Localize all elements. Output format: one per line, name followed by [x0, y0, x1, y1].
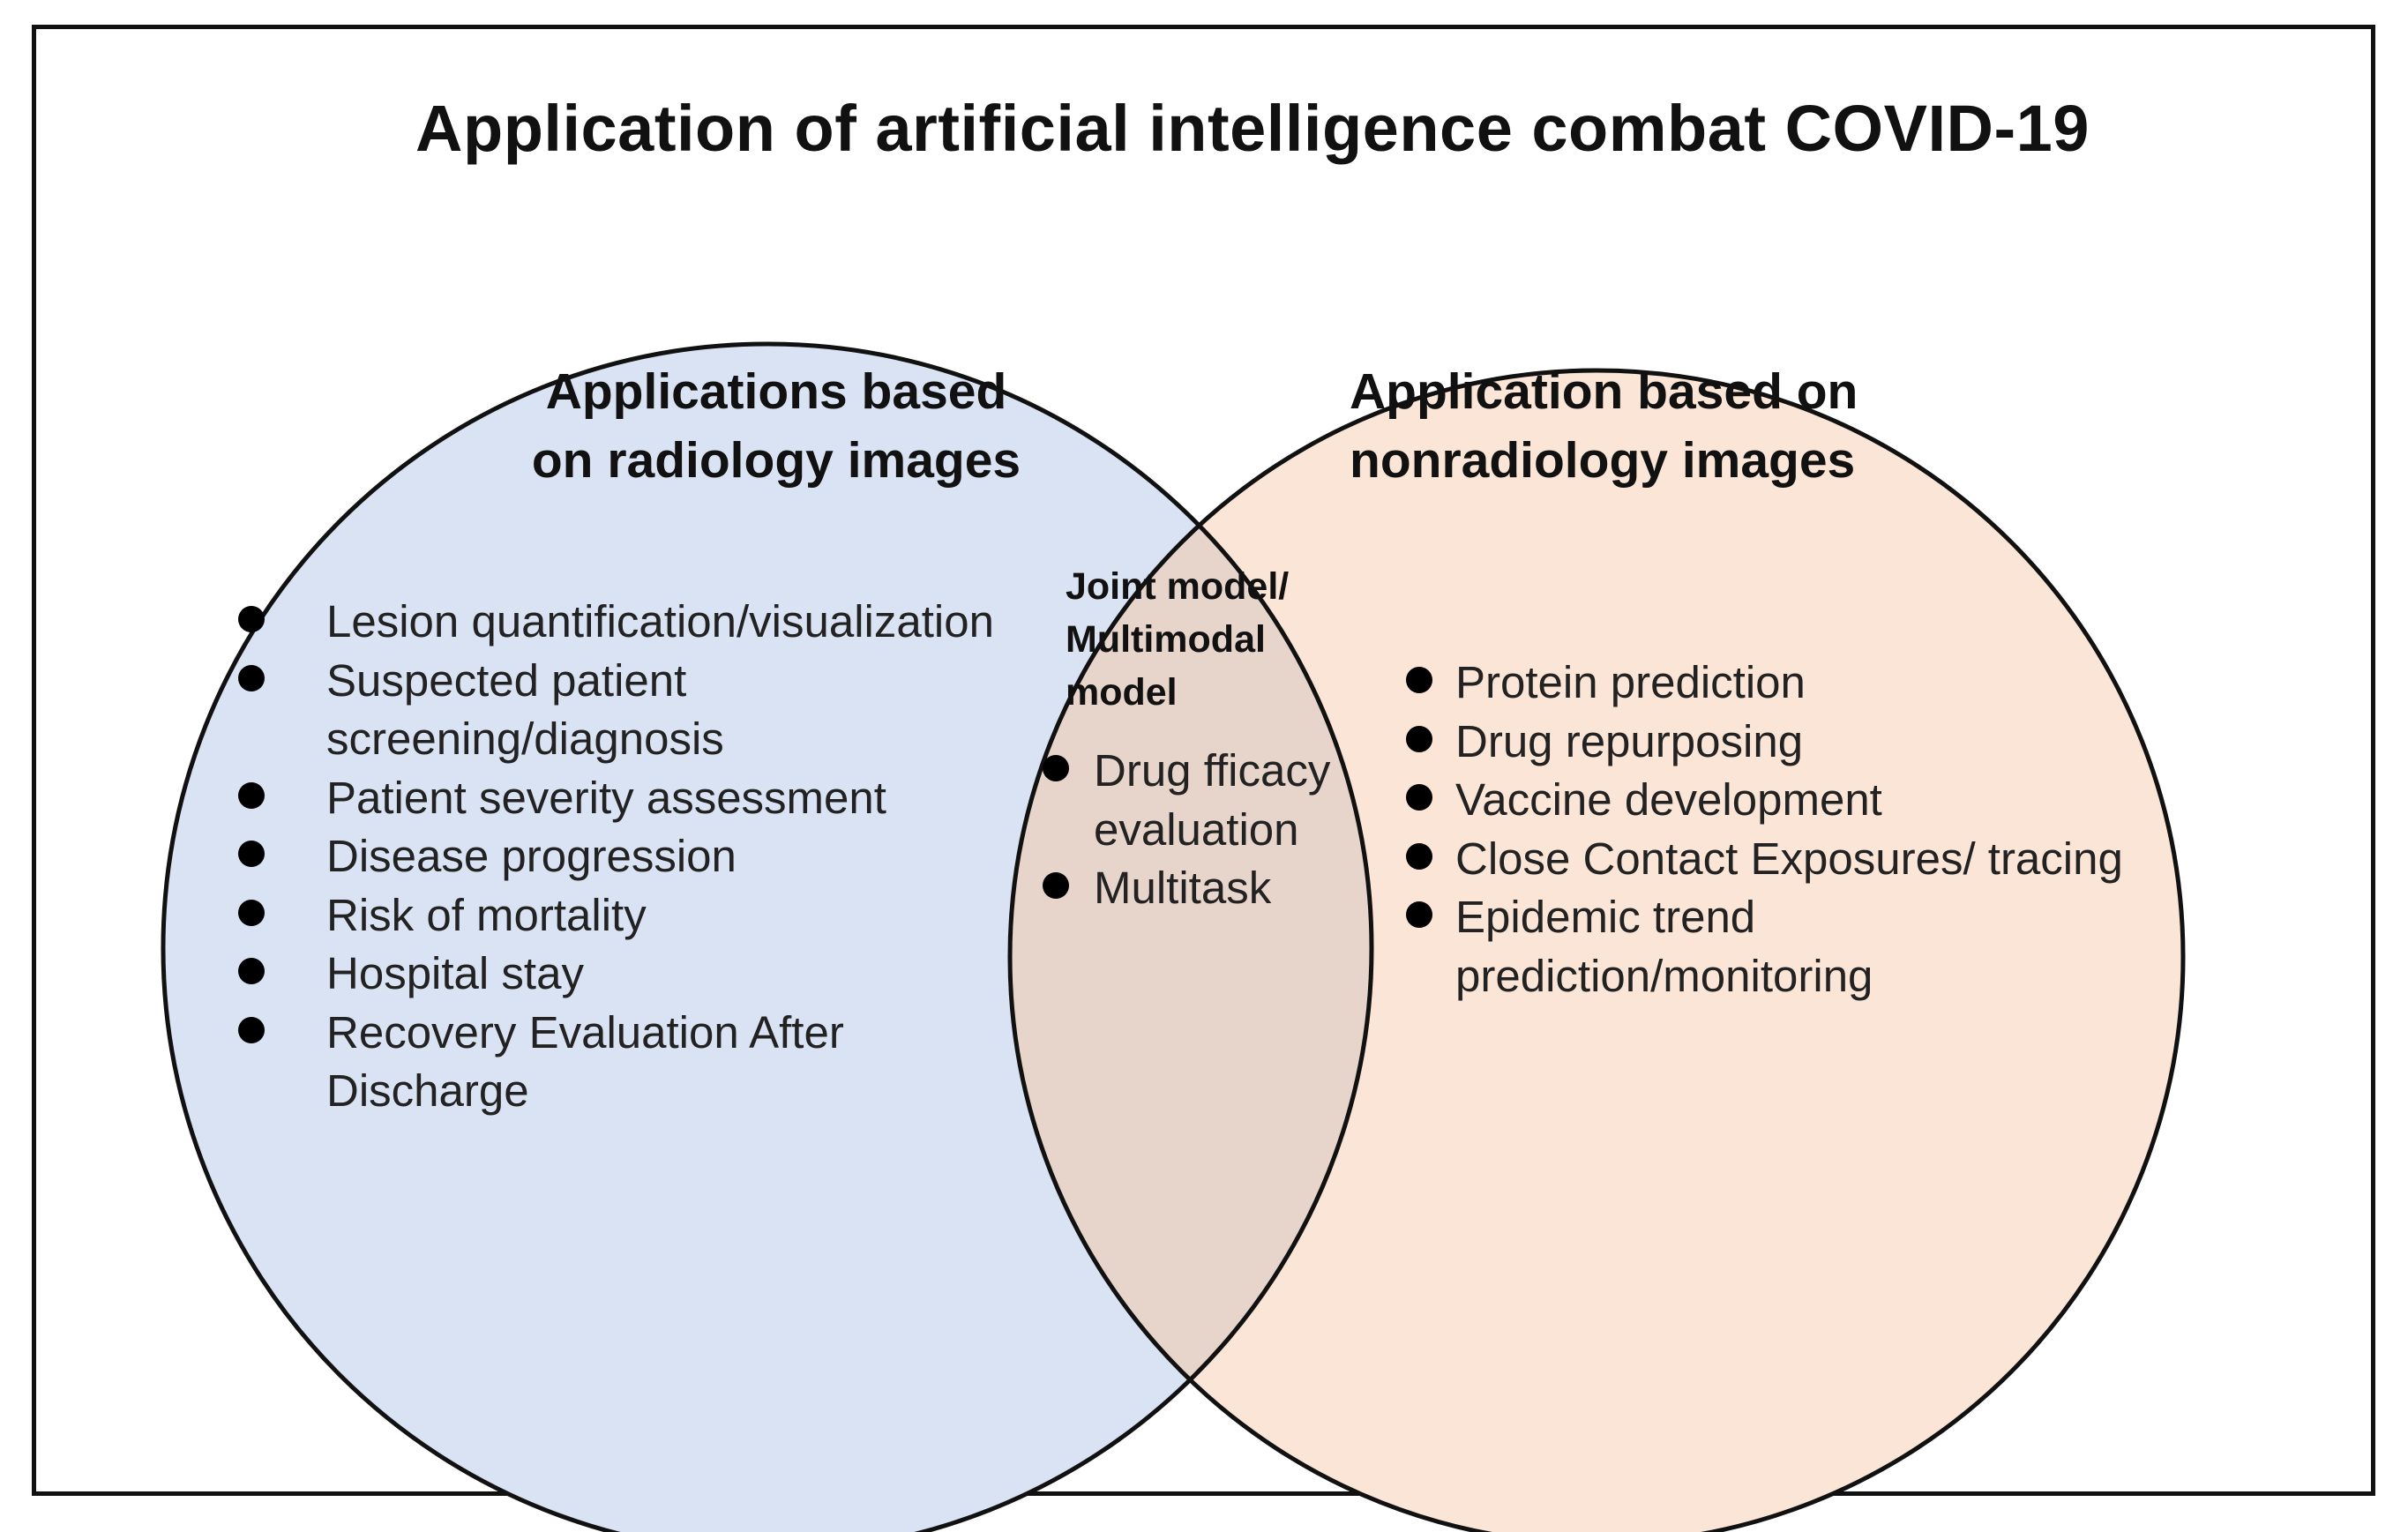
- right-set-title: Application based on nonradiology images: [1350, 357, 1985, 495]
- right-set-list: Protein prediction Drug repurposing Vacc…: [1406, 654, 2123, 1005]
- overlap-title-line: Multimodal: [1066, 618, 1266, 661]
- list-item-text: Epidemic trend: [1455, 892, 1756, 942]
- list-item: Hospital stay: [238, 945, 994, 1004]
- figure-frame: [32, 25, 2375, 1496]
- list-item-text: Disease progression: [326, 831, 737, 881]
- list-item-text: Suspected patient: [326, 654, 687, 706]
- list-item-text: Drug fficacy: [1094, 745, 1331, 796]
- left-set-title-line: Applications based: [545, 363, 1007, 420]
- list-item: Disease progression: [238, 827, 994, 886]
- right-set-title-line: nonradiology images: [1350, 432, 1856, 489]
- right-set-title-line: Application based on: [1350, 363, 1858, 420]
- list-item-text: screening/diagnosis: [326, 714, 724, 764]
- list-item-text: Lesion quantification/visualization: [326, 596, 994, 646]
- list-item-text: Multitask: [1094, 863, 1272, 913]
- list-item-text: Protein prediction: [1455, 657, 1806, 707]
- list-item: Patient severity assessment: [238, 769, 994, 828]
- list-item: Multitask: [1042, 859, 1330, 918]
- right-set-circle: [1010, 370, 2183, 1532]
- left-set-circle: [163, 344, 1372, 1532]
- left-set-title-line: on radiology images: [531, 432, 1021, 489]
- list-item: Vaccine development: [1406, 771, 2123, 830]
- list-item: Lesion quantification/visualization: [238, 593, 994, 652]
- list-item: Risk of mortality: [238, 886, 994, 945]
- overlap-title-line: model: [1066, 671, 1178, 714]
- overlap-title: Joint model/ Multimodal model: [1066, 560, 1289, 719]
- list-item-text: Close Contact Exposures/ tracing: [1455, 833, 2123, 884]
- list-item-text: Drug repurposing: [1455, 715, 1804, 766]
- left-set-outline: [161, 341, 1374, 1532]
- list-item-text: prediction/monitoring: [1455, 950, 1873, 1001]
- list-item: Epidemic trend prediction/monitoring: [1406, 888, 2123, 1005]
- list-item-text: Recovery Evaluation After: [326, 1006, 844, 1057]
- left-set-list: Lesion quantification/visualization Susp…: [238, 593, 994, 1121]
- overlap-list: Drug fficacy evaluation Multitask: [1042, 742, 1331, 918]
- list-item-text: Risk of mortality: [326, 889, 647, 940]
- right-set-outline: [1007, 368, 2186, 1532]
- left-set-title: Applications based on radiology images: [503, 357, 1050, 495]
- diagram-title: Application of artificial intelligence c…: [415, 92, 2090, 165]
- list-item-text: Vaccine development: [1455, 774, 1882, 825]
- list-item: Suspected patient screening/diagnosis: [238, 652, 994, 769]
- list-item-text: Hospital stay: [326, 948, 584, 998]
- list-item-text: Patient severity assessment: [326, 772, 886, 823]
- list-item: Close Contact Exposures/ tracing: [1406, 830, 2123, 889]
- list-item-text: Discharge: [326, 1065, 529, 1116]
- overlap-title-line: Joint model/: [1066, 565, 1290, 608]
- list-item: Protein prediction: [1406, 654, 2123, 713]
- list-item-text: evaluation: [1094, 803, 1299, 855]
- list-item: Recovery Evaluation After Discharge: [238, 1004, 994, 1121]
- list-item: Drug fficacy evaluation: [1042, 742, 1331, 859]
- list-item: Drug repurposing: [1406, 713, 2123, 772]
